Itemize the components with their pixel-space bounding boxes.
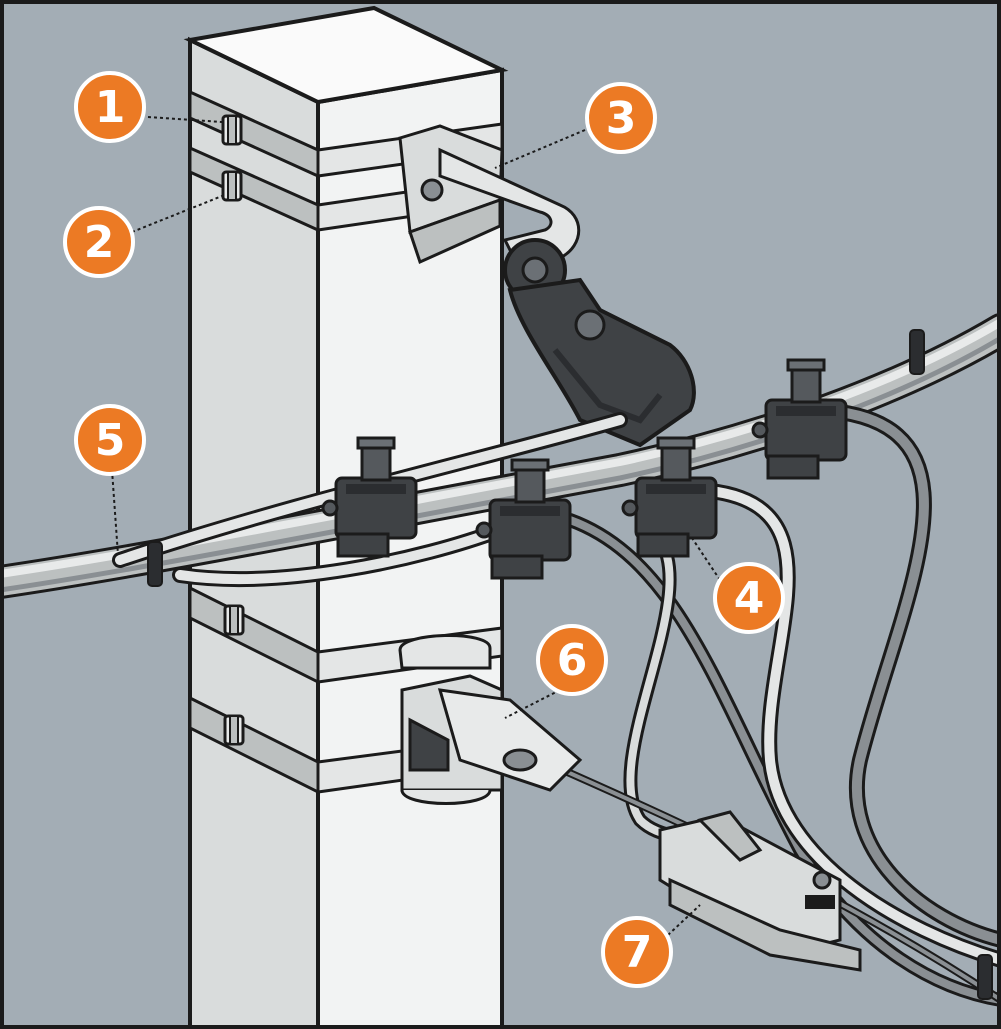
callout-label: 7 bbox=[622, 927, 653, 978]
callout-leaders bbox=[111, 116, 721, 936]
callout-label: 1 bbox=[95, 82, 126, 133]
cables bbox=[0, 313, 1001, 1007]
suspension-bracket bbox=[398, 124, 696, 448]
strap-bands bbox=[188, 89, 504, 795]
callouts: 1 2 3 4 5 6 7 bbox=[63, 71, 785, 988]
callout-circle bbox=[74, 404, 146, 476]
callout-6: 6 bbox=[536, 624, 608, 696]
callout-4: 4 bbox=[713, 562, 785, 634]
fuse-box bbox=[658, 810, 862, 972]
callout-label: 2 bbox=[84, 217, 115, 268]
callout-label: 6 bbox=[557, 635, 588, 686]
callout-circle bbox=[63, 206, 135, 278]
callout-1: 1 bbox=[74, 71, 146, 143]
anchoring-bracket bbox=[398, 634, 583, 805]
buckle-bottom bbox=[223, 714, 245, 746]
cable-ties bbox=[147, 329, 993, 1000]
callout-circle bbox=[601, 916, 673, 988]
callout-circle bbox=[536, 624, 608, 696]
callout-label: 3 bbox=[606, 93, 637, 144]
callout-circle bbox=[585, 82, 657, 154]
callout-5: 5 bbox=[74, 404, 146, 476]
callout-circle bbox=[74, 71, 146, 143]
callout-2: 2 bbox=[63, 206, 135, 278]
callout-label: 5 bbox=[95, 415, 126, 466]
buckle-upper bbox=[221, 114, 243, 146]
callout-circle bbox=[713, 562, 785, 634]
buckle-second bbox=[221, 170, 243, 202]
callout-label: 4 bbox=[734, 573, 765, 624]
buckle-lower bbox=[223, 604, 245, 636]
callout-7: 7 bbox=[601, 916, 673, 988]
callout-3: 3 bbox=[585, 82, 657, 154]
